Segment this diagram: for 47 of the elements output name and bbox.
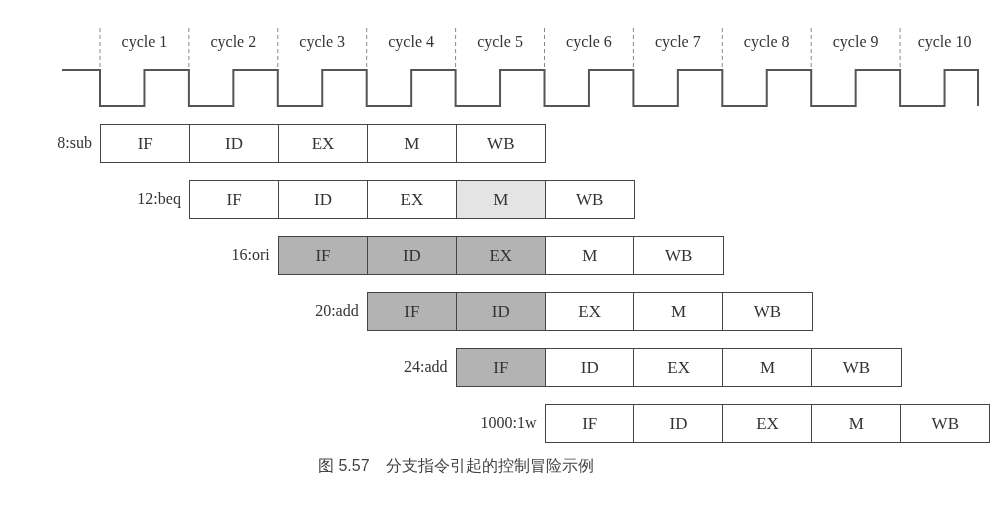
pipeline-stage-box: EX xyxy=(633,348,724,387)
instruction-label: 8:sub xyxy=(56,134,92,152)
shaded-stage-box: EX xyxy=(455,236,546,275)
instruction-label: 16:ori xyxy=(230,246,270,264)
cycle-label: cycle 10 xyxy=(916,33,973,51)
pipeline-stage-box: IF xyxy=(188,180,280,219)
shaded-stage-box: M xyxy=(455,180,546,219)
cycle-label: cycle 2 xyxy=(209,33,258,51)
pipeline-stage-box: WB xyxy=(544,180,635,219)
pipeline-stage-box: EX xyxy=(366,180,458,219)
pipeline-stage-box: EX xyxy=(722,404,813,443)
cycle-label: cycle 6 xyxy=(565,33,613,51)
instruction-label: 12:beq xyxy=(136,190,181,208)
pipeline-stage-box: IF xyxy=(100,124,191,163)
pipeline-stage-box: M xyxy=(366,124,458,163)
shaded-stage-box: ID xyxy=(455,292,546,331)
instruction-label: 1000:1w xyxy=(479,414,537,432)
cycle-label: cycle 5 xyxy=(476,33,524,51)
instruction-label: 20:add xyxy=(314,302,359,320)
shaded-stage-box: ID xyxy=(366,236,458,275)
pipeline-stage-box: EX xyxy=(544,292,635,331)
pipeline-stage-box: M xyxy=(544,236,635,275)
pipeline-stage-box: WB xyxy=(455,124,546,163)
pipeline-stage-box: WB xyxy=(633,236,724,275)
instruction-label: 24:add xyxy=(403,358,448,376)
pipeline-stage-box: WB xyxy=(811,348,902,387)
pipeline-stage-box: M xyxy=(722,348,813,387)
cycle-label: cycle 9 xyxy=(831,33,880,51)
cycle-label: cycle 1 xyxy=(120,33,169,51)
cycle-label: cycle 8 xyxy=(742,33,791,51)
pipeline-stage-box: WB xyxy=(900,404,991,443)
pipeline-stage-box: ID xyxy=(188,124,280,163)
pipeline-stage-box: IF xyxy=(544,404,635,443)
shaded-stage-box: IF xyxy=(277,236,369,275)
pipeline-stage-box: WB xyxy=(722,292,813,331)
pipeline-stage-box: ID xyxy=(544,348,635,387)
pipeline-stage-box: M xyxy=(811,404,902,443)
pipeline-stage-box: ID xyxy=(277,180,369,219)
cycle-label: cycle 4 xyxy=(387,33,435,51)
cycle-label: cycle 3 xyxy=(298,33,347,51)
pipeline-stage-box: M xyxy=(633,292,724,331)
pipeline-stage-box: ID xyxy=(633,404,724,443)
shaded-stage-box: IF xyxy=(366,292,458,331)
cycle-label: cycle 7 xyxy=(653,33,702,51)
figure-caption: 图 5.57 分支指令引起的控制冒险示例 xyxy=(318,456,594,476)
shaded-stage-box: IF xyxy=(455,348,546,387)
pipeline-stage-box: EX xyxy=(277,124,369,163)
